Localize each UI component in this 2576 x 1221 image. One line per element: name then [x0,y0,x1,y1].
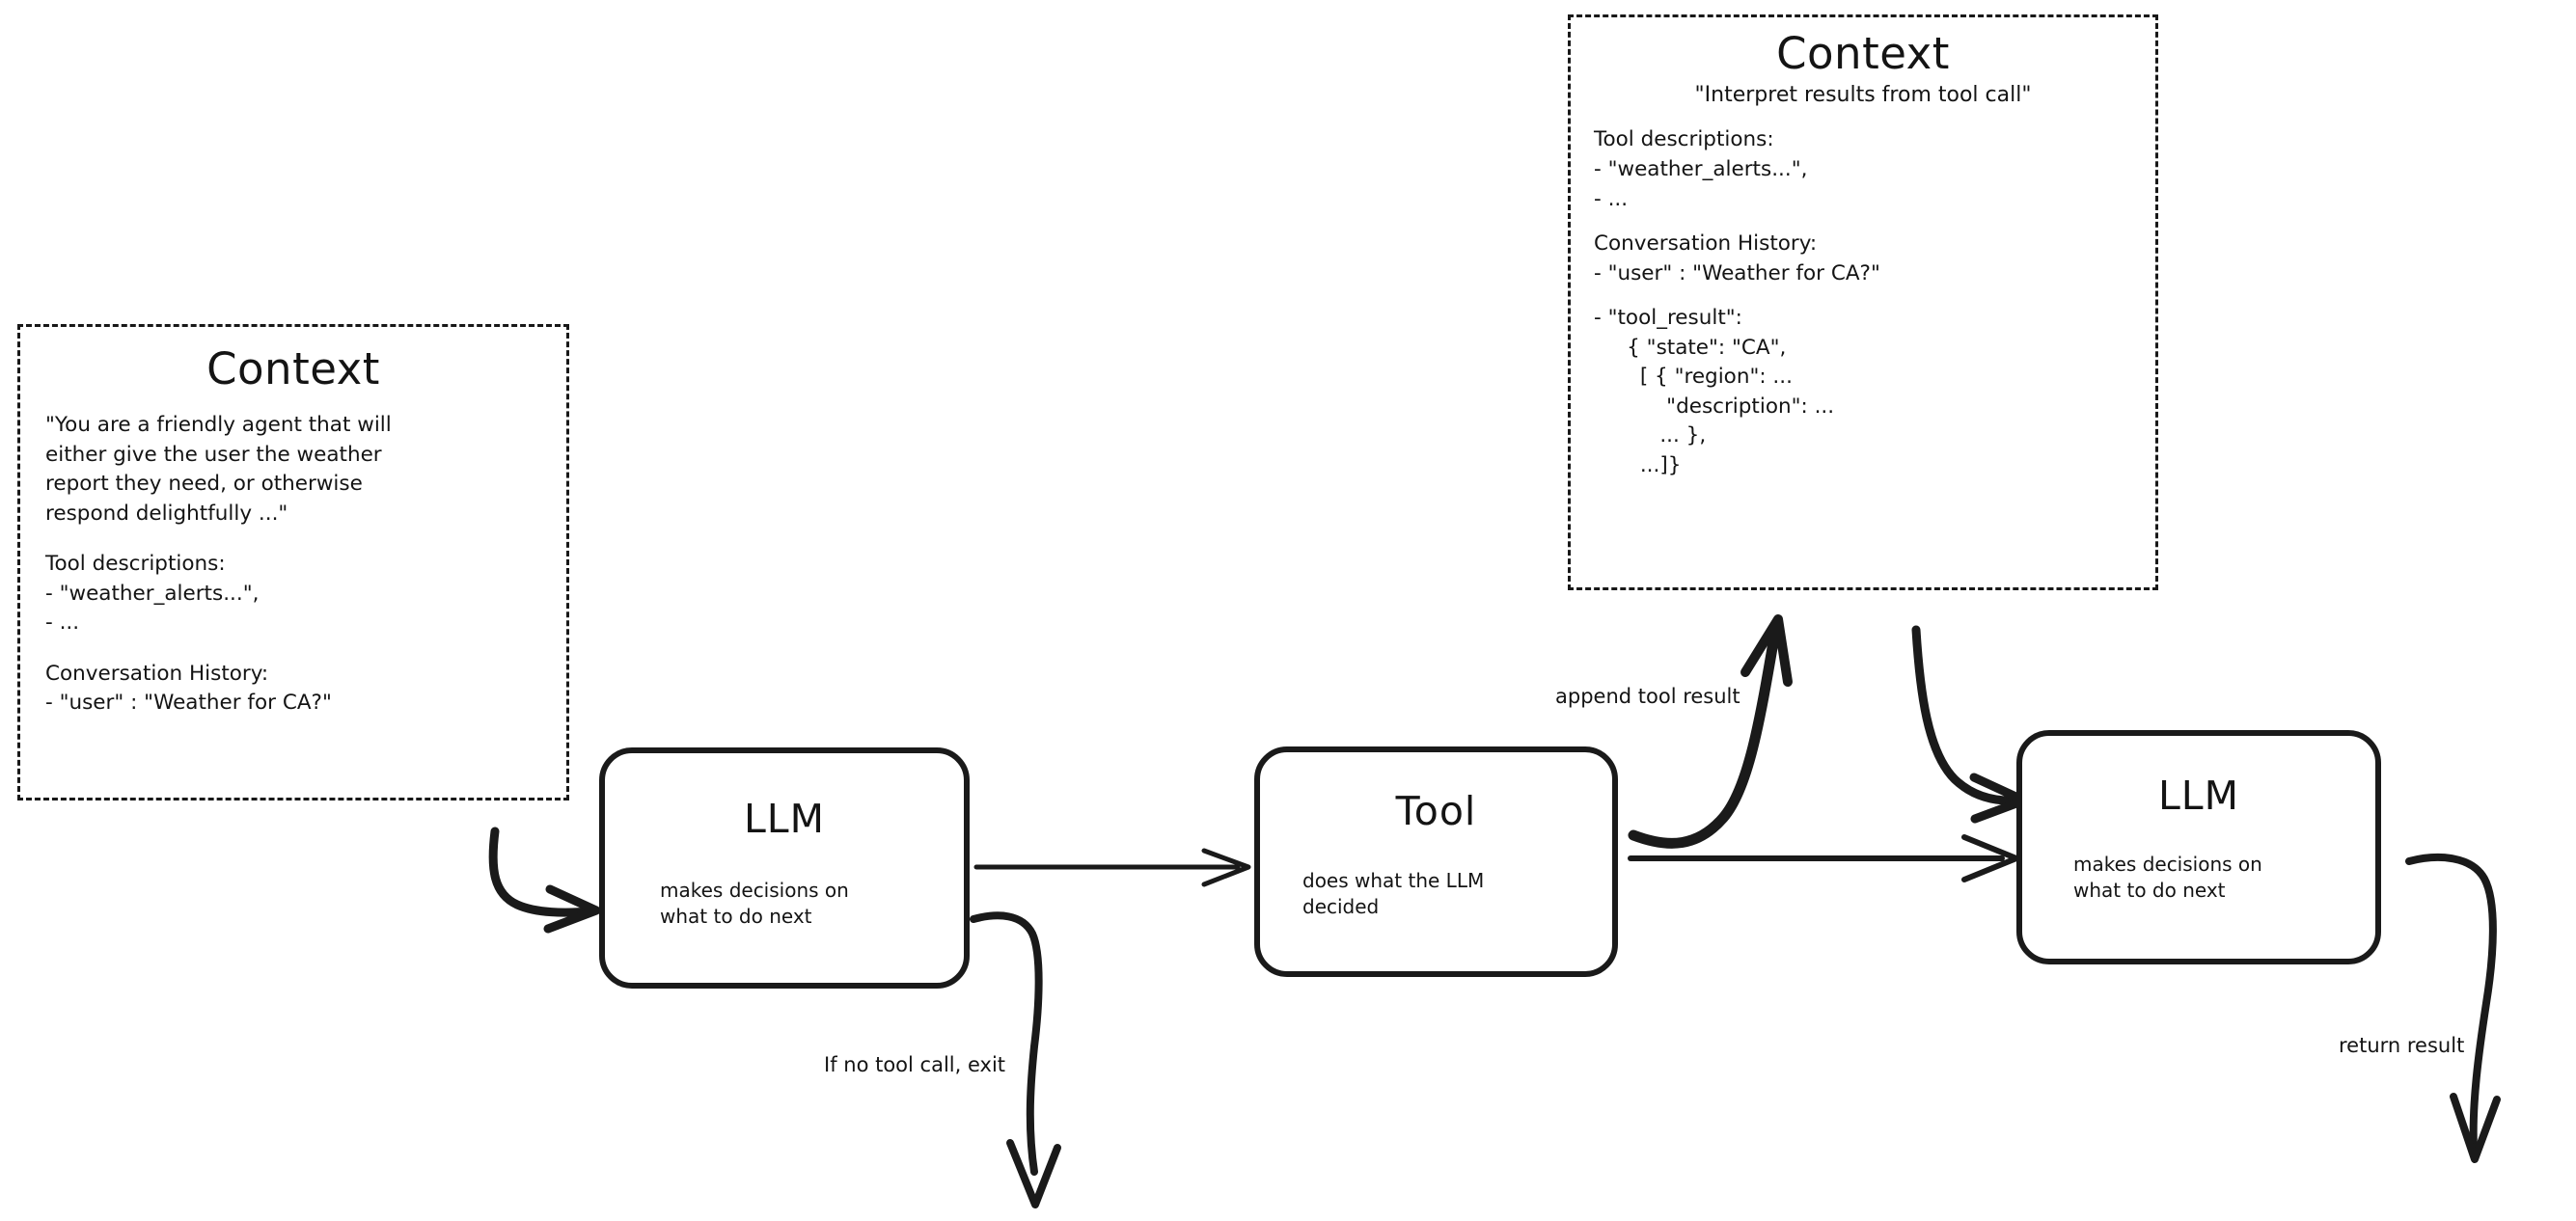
node-llm-first-title: LLM [743,796,826,842]
arrow-return-result [2405,854,2501,1163]
tool-description-item-0: - "weather_alerts...", [45,581,260,606]
tool-description-item-1: - ... [45,610,80,636]
arrow-llm-to-tool [973,848,1251,887]
system-prompt-block: "You are a friendly agent that will eith… [45,411,541,529]
context-right-title: Context [1776,28,1950,79]
system-prompt-line-0: "You are a friendly agent that will [45,413,392,438]
conversation-message-2-0: - "user" : "Weather for CA?" [1594,260,1880,285]
tool-result-block: - "tool_result": { "state": "CA", [ { "r… [1594,304,2132,480]
context-right-quote: "Interpret results from tool call" [1694,83,2032,108]
tool-result-line-0: { "state": "CA", [1594,335,1787,360]
node-llm-second-subtitle: makes decisions on what to do next [2073,853,2262,903]
context-right-body: "Interpret results from tool call" Tool … [1571,76,2155,480]
node-llm-first: LLM makes decisions on what to do next [599,747,970,989]
arrow-tool-to-llm2 [1628,834,2019,882]
tool-result-line-4: ...]} [1594,452,1682,477]
tool-descriptions-heading: Tool descriptions: [45,552,226,577]
tool-description-item-2-1: - ... [1594,186,1629,211]
conversation-history-block-2: Conversation History: - "user" : "Weathe… [1594,230,2132,288]
system-prompt-line-2: report they need, or otherwise [45,472,363,497]
context-panel-after-tool: Context "Interpret results from tool cal… [1568,14,2158,590]
tool-descriptions-block: Tool descriptions: - "weather_alerts..."… [45,550,541,638]
system-prompt-line-1: either give the user the weather [45,442,382,467]
conversation-history-heading-2: Conversation History: [1594,231,1818,257]
conversation-history-block: Conversation History: - "user" : "Weathe… [45,660,541,719]
arrow-append-tool-result [1628,614,1793,849]
context-left-body: "You are a friendly agent that will eith… [20,392,566,719]
node-tool: Tool does what the LLM decided [1254,746,1618,977]
conversation-message-0: - "user" : "Weather for CA?" [45,691,332,716]
node-llm-second-title: LLM [2157,773,2240,819]
edge-label-return-result: return result [2339,1034,2465,1057]
edge-label-exit: If no tool call, exit [824,1053,1006,1076]
edge-label-append-tool-result: append tool result [1555,685,1740,708]
tool-description-item-2-0: - "weather_alerts...", [1594,157,1808,181]
context-left-title: Context [206,343,380,394]
tool-result-line-3: ... }, [1594,423,1707,448]
arrow-context-to-llm [488,827,601,934]
conversation-history-heading: Conversation History: [45,661,269,686]
node-llm-second: LLM makes decisions on what to do next [2016,730,2381,964]
tool-result-heading: - "tool_result": [1594,306,1742,331]
tool-result-line-1: [ { "region": ... [1594,365,1793,390]
context-panel-initial: Context "You are a friendly agent that w… [17,324,569,800]
arrow-context2-to-llm2 [1911,625,2029,824]
tool-result-line-2: "description": ... [1594,393,1835,419]
tool-descriptions-heading-2: Tool descriptions: [1594,127,1774,152]
node-llm-first-subtitle: makes decisions on what to do next [660,879,849,929]
system-prompt-line-3: respond delightfully ..." [45,501,288,526]
node-tool-subtitle: does what the LLM decided [1302,869,1485,919]
tool-descriptions-block-2: Tool descriptions: - "weather_alerts..."… [1594,125,2132,214]
node-tool-title: Tool [1395,788,1477,834]
